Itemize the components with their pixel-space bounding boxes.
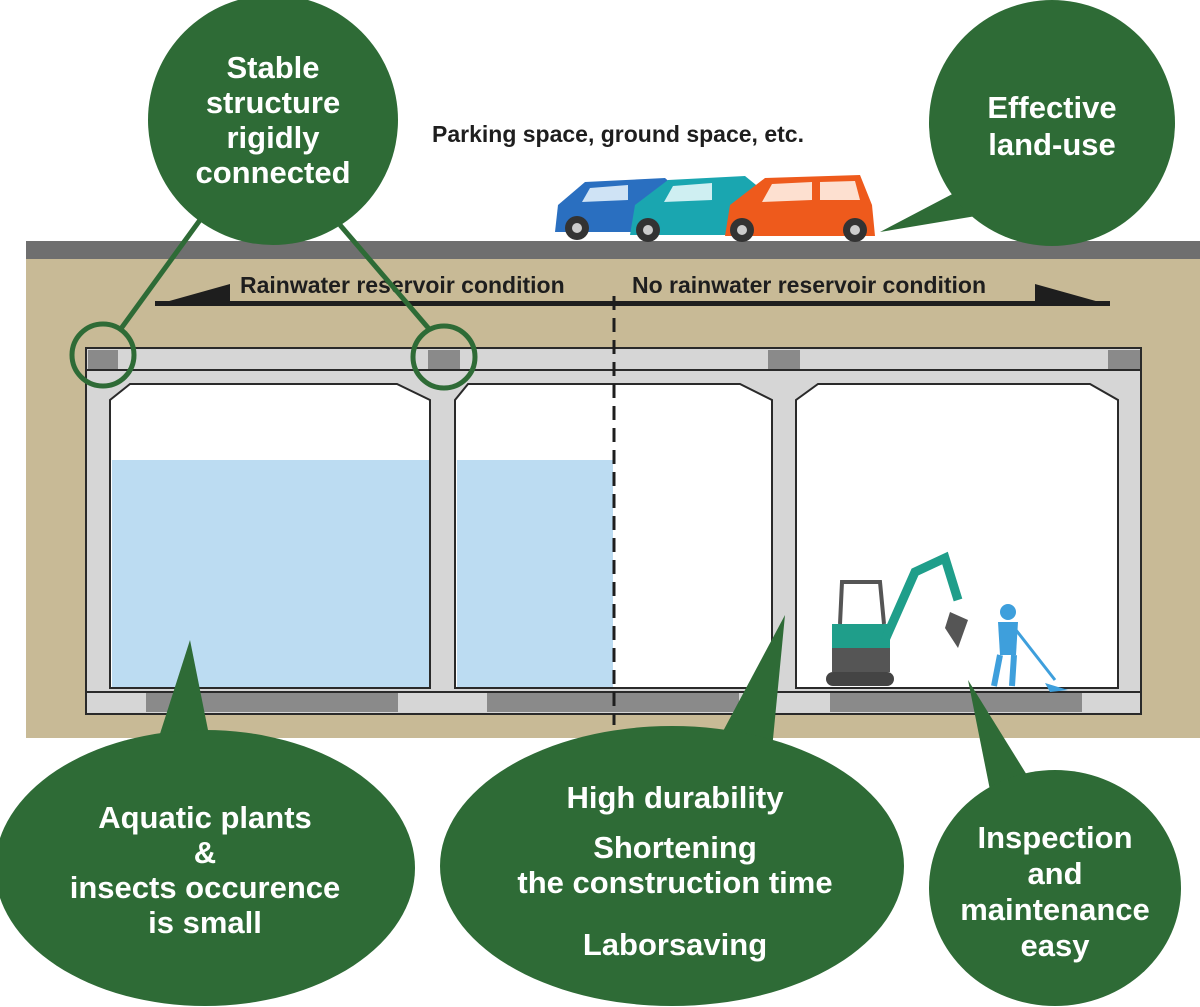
svg-text:connected: connected <box>195 155 350 190</box>
joint-highlight-circle <box>69 321 137 389</box>
svg-text:Stable: Stable <box>226 50 319 85</box>
svg-text:the construction time: the construction time <box>517 865 832 900</box>
right-condition-label: No rainwater reservoir condition <box>632 272 986 298</box>
joint-top <box>88 350 118 369</box>
svg-text:easy: easy <box>1021 928 1091 963</box>
svg-text:High durability: High durability <box>567 780 785 815</box>
svg-text:and: and <box>1027 856 1082 891</box>
svg-text:maintenance: maintenance <box>960 892 1150 927</box>
joint-highlight-circle <box>410 323 478 391</box>
top-caption: Parking space, ground space, etc. <box>432 121 804 147</box>
excavator-icon <box>826 551 968 686</box>
svg-text:Aquatic plants: Aquatic plants <box>98 800 312 835</box>
joint-top <box>768 350 800 369</box>
bubble-land-use: Effective land-use <box>880 0 1175 246</box>
water-fill-2 <box>457 460 613 687</box>
water-fill-1 <box>112 460 429 687</box>
svg-text:Laborsaving: Laborsaving <box>583 927 767 962</box>
bubble-stable-structure: Stable structure rigidly connected <box>148 0 398 245</box>
svg-text:Inspection: Inspection <box>977 820 1132 855</box>
svg-text:Effective: Effective <box>987 90 1116 125</box>
joint-top <box>1108 350 1140 369</box>
culvert-structure <box>85 296 1142 725</box>
joint-bottom <box>830 693 1082 712</box>
svg-text:Shortening: Shortening <box>593 830 757 865</box>
road-surface <box>26 241 1200 259</box>
svg-text:insects occurence: insects occurence <box>70 870 341 905</box>
svg-text:is small: is small <box>148 905 262 940</box>
chamber-3 <box>795 383 1119 689</box>
bubble-inspection: Inspection and maintenance easy <box>929 680 1181 1006</box>
left-arrow <box>155 284 230 305</box>
bubble-high-durability: High durability Shortening the construct… <box>440 615 904 1006</box>
svg-text:structure: structure <box>206 85 340 120</box>
arrow-line <box>155 301 1110 306</box>
callout-line <box>117 218 203 332</box>
svg-text:land-use: land-use <box>988 127 1115 162</box>
car-orange-icon <box>725 175 875 242</box>
svg-text:&: & <box>194 835 216 870</box>
bubble-aquatic-plants: Aquatic plants & insects occurence is sm… <box>0 640 415 1006</box>
svg-text:rigidly: rigidly <box>226 120 320 155</box>
joint-top <box>428 350 460 369</box>
left-condition-label: Rainwater reservoir condition <box>240 272 565 298</box>
callout-line <box>338 223 432 332</box>
worker-icon <box>991 604 1068 692</box>
right-arrow <box>1035 284 1110 305</box>
joint-bottom <box>146 693 398 712</box>
